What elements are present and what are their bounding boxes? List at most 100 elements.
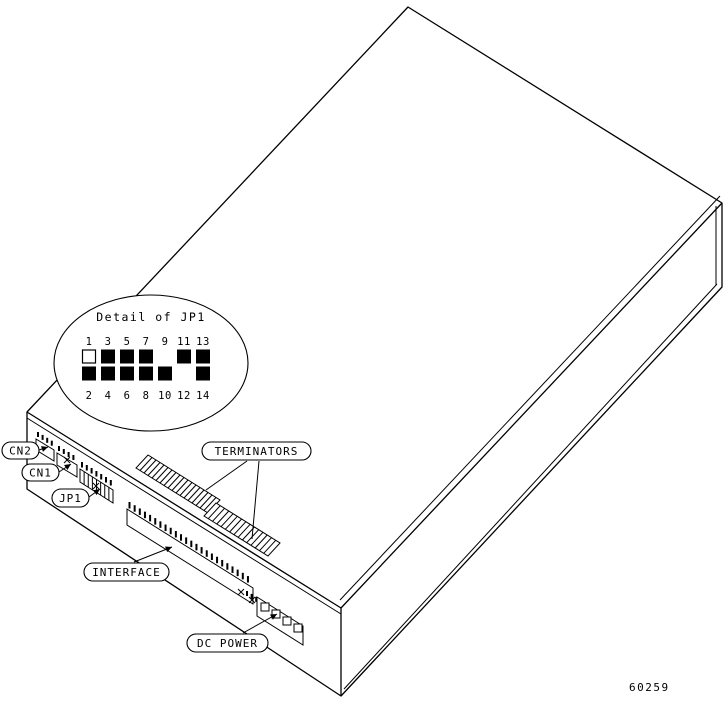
interface-pin — [185, 537, 188, 544]
terminators-leader-2 — [251, 460, 260, 540]
label-cn2: CN2 — [1, 441, 40, 460]
label-terminators-text: TERMINATORS — [215, 445, 299, 458]
pin-number-8: 8 — [143, 390, 150, 402]
label-cn1-text: CN1 — [29, 467, 52, 480]
jp1-pin — [95, 471, 98, 477]
terminator-chip-1-hatch — [183, 484, 197, 499]
part-labels: CN2 CN1 JP1 TERMINATORS INTERFACE DC POW… — [1, 441, 312, 653]
label-cn1: CN1 — [21, 463, 60, 482]
jumper-square-filled — [120, 349, 134, 364]
interface-pin — [216, 556, 219, 564]
pin-number-13: 13 — [196, 336, 210, 348]
label-jp1: JP1 — [51, 488, 90, 508]
pin-number-3: 3 — [105, 336, 112, 348]
pin-number-6: 6 — [124, 390, 131, 402]
cn1-pin — [72, 455, 75, 460]
label-interface-box — [83, 562, 170, 582]
terminator-chip-2-hatch — [263, 539, 277, 554]
terminator-chip-2-hatch — [254, 534, 268, 549]
jp1-pin — [105, 477, 107, 483]
dc-power-pin — [282, 616, 292, 626]
label-cn2-text: CN2 — [9, 445, 32, 458]
interface-pin — [221, 559, 224, 567]
jumper-square-filled — [177, 349, 191, 364]
terminator-chip-1-hatch — [175, 479, 189, 494]
cn1-pin — [58, 446, 60, 451]
connector-pin-rows — [37, 432, 258, 602]
cn2-pin — [46, 437, 49, 443]
label-interface-text: INTERFACE — [92, 566, 161, 579]
terminator-chip-1-hatch — [171, 477, 185, 491]
top-pin-numbers: 1 3 5 7 9 11 13 — [86, 336, 210, 348]
cn2-pin — [37, 432, 39, 437]
pin-number-11: 11 — [177, 336, 191, 348]
pin-number-7: 7 — [143, 336, 150, 348]
cn2-pin — [41, 434, 44, 440]
cn2-leader-arrowhead — [41, 446, 48, 452]
label-cn1-box — [21, 463, 60, 482]
terminator-chip-1-hatch — [151, 464, 165, 479]
interface-pin — [210, 553, 213, 561]
terminator-chip-1-hatch — [203, 497, 217, 511]
terminator-chip-2-hatch — [224, 515, 238, 530]
device-outline — [26, 6, 723, 697]
interface-pin — [241, 572, 244, 580]
cn1-pin — [67, 452, 70, 457]
terminator-chip-1-hatch — [187, 487, 201, 501]
label-terminators: TERMINATORS — [201, 441, 312, 461]
jumper-square-filled — [158, 366, 172, 381]
interface-pin — [195, 543, 198, 551]
pin1-cross — [248, 596, 256, 604]
terminator-chip-2-hatch — [237, 523, 251, 538]
interface-pin — [133, 505, 136, 512]
jp1-pin — [81, 462, 83, 468]
terminator-chip-1-hatch — [163, 472, 177, 486]
jumper-square-filled — [82, 366, 96, 381]
label-dc-power: DC POWER — [186, 633, 269, 653]
jp1-pin — [100, 474, 103, 480]
jumper-square-open — [81, 349, 97, 364]
pin-number-14: 14 — [196, 390, 210, 402]
interface-pin — [169, 527, 172, 535]
interface-leader — [133, 546, 173, 563]
terminator-chip-1-hatch — [195, 492, 209, 506]
jumper-square-filled — [139, 366, 153, 381]
terminator-chip-1-hatch — [191, 489, 205, 504]
label-cn2-box — [1, 441, 40, 460]
dc-power-pin — [260, 602, 270, 612]
terminator-chip-1-hatch — [143, 459, 157, 474]
terminator-chip-2-hatch — [220, 513, 234, 528]
interface-end-pin — [246, 591, 248, 596]
interface-end-pin — [250, 593, 253, 599]
interface-pin — [149, 514, 152, 522]
interface-pin — [164, 524, 167, 532]
cn1-pin — [62, 449, 65, 454]
jp1-pin — [85, 465, 88, 471]
terminator-chip-2-hatch — [216, 510, 230, 525]
jumper-square-filled — [101, 349, 115, 364]
interface-pin — [246, 576, 249, 583]
interface-pin — [138, 508, 141, 515]
jp1-detail-callout: Detail of JP1 1 3 5 7 9 11 13 2 4 6 8 10… — [53, 294, 249, 432]
pin-number-4: 4 — [105, 390, 112, 402]
device-seam-lines — [26, 195, 721, 690]
interface-pin — [236, 569, 239, 577]
dc-power-leader-arrowhead — [270, 614, 277, 620]
device-face-edges — [26, 202, 723, 696]
interface-pin — [143, 511, 146, 519]
terminator-chip-2-hatch — [250, 531, 264, 546]
leader-lines — [38, 446, 278, 634]
jumper-squares — [81, 349, 210, 381]
interface-pin — [159, 521, 162, 528]
front-connectors — [35, 432, 304, 646]
interface-pin — [154, 518, 157, 525]
jp1-pin — [109, 480, 112, 486]
label-interface: INTERFACE — [83, 562, 170, 582]
pin-number-2: 2 — [86, 390, 93, 402]
pin-number-9: 9 — [162, 336, 169, 348]
terminator-chip-2-hatch — [212, 507, 225, 522]
interface-pin — [205, 550, 208, 557]
terminator-chip-1-hatch — [179, 482, 193, 496]
terminator-chip-2-hatch — [207, 505, 221, 520]
